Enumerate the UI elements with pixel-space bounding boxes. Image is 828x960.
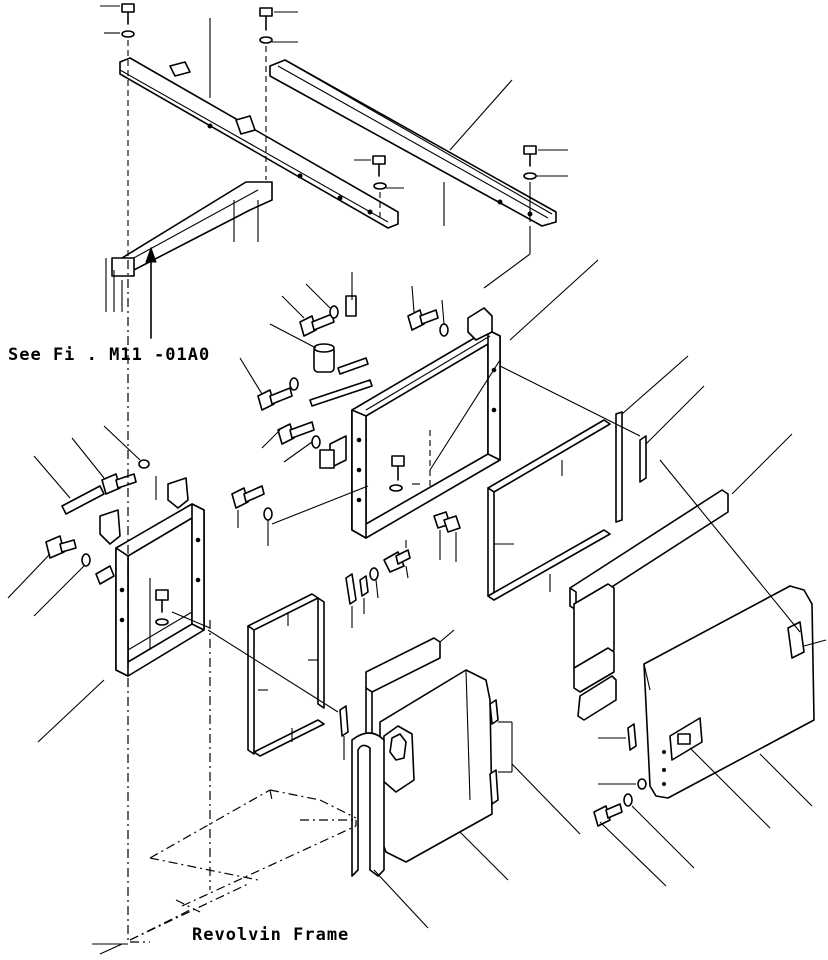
washer-icon — [81, 553, 91, 567]
right-door — [643, 585, 827, 829]
bolt-icon — [155, 589, 169, 613]
clip-icon — [359, 575, 369, 597]
leader-line — [499, 365, 641, 437]
washer-icon — [637, 778, 647, 790]
washer-icon — [289, 377, 299, 391]
frame-label: Revolvin Frame — [192, 925, 349, 945]
bolt-icon — [383, 549, 411, 573]
middle-bolts — [345, 540, 411, 628]
bolt-icon — [299, 313, 335, 337]
bolt-icon — [523, 145, 537, 180]
right-seal-frame — [487, 355, 705, 601]
bolt-icon — [391, 455, 405, 481]
left-frame — [99, 477, 205, 677]
bolt-icon — [372, 155, 387, 190]
bar-icon — [337, 357, 369, 375]
washer-icon — [329, 305, 339, 319]
left-door — [379, 669, 509, 881]
leader-lines — [100, 5, 568, 312]
clip-icon — [345, 573, 357, 605]
lower-bracket — [111, 181, 273, 277]
bar-icon — [309, 379, 373, 407]
top-support-beam — [119, 57, 399, 229]
top-rail — [269, 59, 557, 227]
washer-icon — [623, 793, 633, 807]
right-door-parts — [593, 723, 695, 887]
bolt-icon — [121, 3, 135, 38]
door-clips — [339, 699, 581, 835]
bolt-icon — [407, 309, 439, 331]
left-seal-frame — [247, 593, 325, 757]
top-bolts — [121, 3, 537, 190]
reference-arrow — [145, 246, 157, 339]
washer-icon — [155, 618, 169, 626]
washer-icon — [389, 484, 403, 492]
washer-icon — [369, 567, 379, 581]
clamp — [313, 343, 335, 373]
bolt-icon — [231, 485, 265, 509]
revolving-frame-outline — [92, 260, 357, 955]
leader-line — [659, 459, 801, 633]
sponge-block — [365, 629, 455, 741]
plate-icon — [319, 449, 335, 469]
washer-icon — [439, 323, 449, 337]
clip-icon — [95, 565, 115, 585]
pin-icon — [61, 485, 105, 515]
bolt-icon — [277, 421, 315, 445]
bolt-icon — [259, 7, 273, 44]
washer-icon — [138, 459, 150, 469]
center-frame — [329, 307, 501, 539]
latch-icon — [787, 621, 805, 659]
bolt-icon — [45, 535, 77, 559]
bolt-icon — [257, 387, 293, 411]
left-leaders — [7, 425, 211, 743]
left-bolts — [45, 459, 169, 626]
bolt-icon — [593, 803, 623, 827]
sponge-panel — [569, 433, 793, 721]
nut-icon — [345, 295, 357, 317]
door-seal — [351, 732, 429, 929]
bolt-icon — [101, 473, 137, 495]
leader-line — [207, 629, 339, 713]
reference-label: See Fi . M11 -01A0 — [8, 345, 210, 365]
nut-icon — [433, 511, 461, 533]
door-handle-icon — [677, 733, 691, 745]
washer-icon — [311, 435, 321, 449]
washer-icon — [263, 507, 273, 521]
center-leaders — [237, 259, 599, 562]
clip-icon — [627, 723, 637, 751]
center-bolts — [231, 295, 461, 533]
